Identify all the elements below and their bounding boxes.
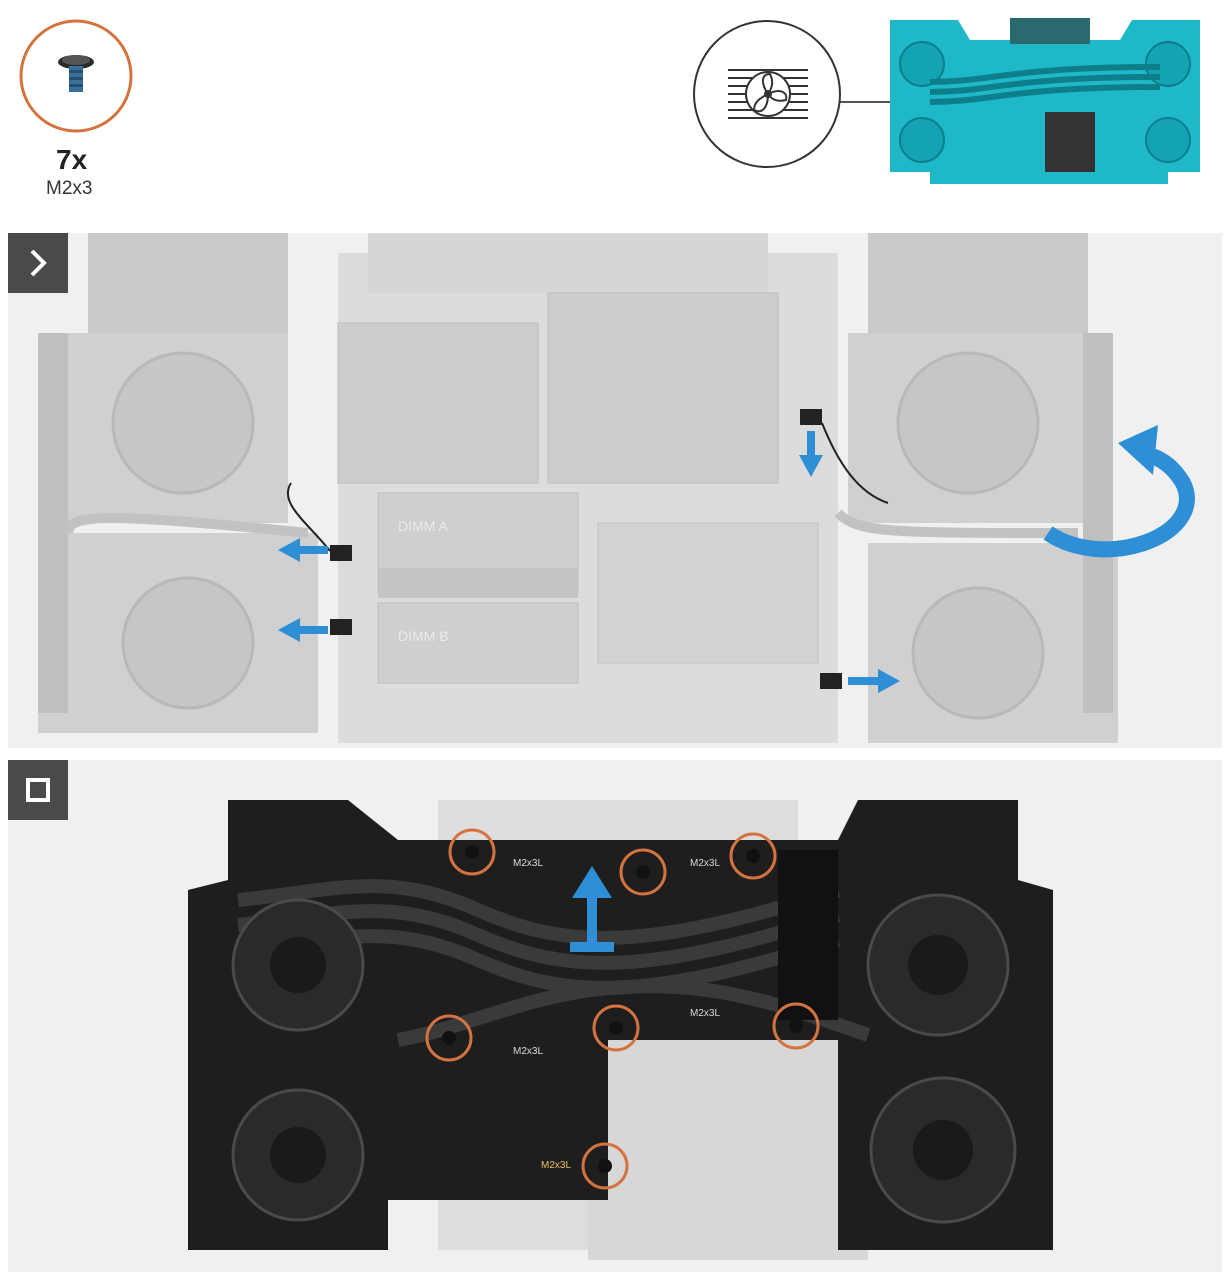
- screw-marker-2: [619, 848, 667, 896]
- chevron-right-icon: [30, 249, 47, 277]
- screw-label-5: M2x3L: [541, 1160, 571, 1171]
- square-icon: [26, 778, 50, 802]
- step-2-badge: [8, 760, 68, 820]
- screw-icon: [19, 19, 133, 133]
- screw-label-1: M2x3L: [513, 858, 543, 869]
- lift-arrow-icon: [570, 866, 614, 952]
- step-2-panel: M2x3L M2x3L M2x3L M2x3L M2x3L: [8, 760, 1222, 1272]
- screw-callout: 7x M2x3: [18, 18, 138, 208]
- disconnect-arrow-left-upper: [278, 538, 328, 562]
- screw-marker-4: [425, 1014, 473, 1062]
- step-1-panel: DIMM A DIMM B: [8, 233, 1222, 748]
- fan-icon: [728, 69, 808, 119]
- screw-spec: M2x3: [46, 178, 93, 199]
- rotate-arrow-icon: [1043, 425, 1195, 558]
- screw-marker-6: [772, 1002, 820, 1050]
- screw-marker-1: [448, 828, 496, 876]
- screw-label-4: M2x3L: [513, 1046, 543, 1057]
- screw-marker-3: [729, 832, 777, 880]
- screw-count: 7x: [56, 144, 88, 175]
- thermal-locator: [693, 12, 1210, 202]
- disconnect-arrow-left-lower: [278, 618, 328, 642]
- dimm-a-label: DIMM A: [398, 518, 448, 534]
- screw-marker-7: [581, 1142, 629, 1190]
- thermal-location-callout: [690, 12, 1210, 202]
- screw-label-3: M2x3L: [690, 1008, 720, 1019]
- screw-marker-5: [592, 1004, 640, 1052]
- disconnect-arrow-right: [848, 669, 900, 693]
- step-2-illustration: M2x3L M2x3L M2x3L M2x3L M2x3L: [188, 800, 1053, 1260]
- dimm-b-label: DIMM B: [398, 628, 449, 644]
- step-1-illustration: DIMM A DIMM B: [38, 233, 1195, 743]
- step-1-badge: [8, 233, 68, 293]
- disconnect-arrow-down: [799, 431, 823, 477]
- thermal-module-thumbnail: [890, 12, 1210, 202]
- screw-label-2: M2x3L: [690, 858, 720, 869]
